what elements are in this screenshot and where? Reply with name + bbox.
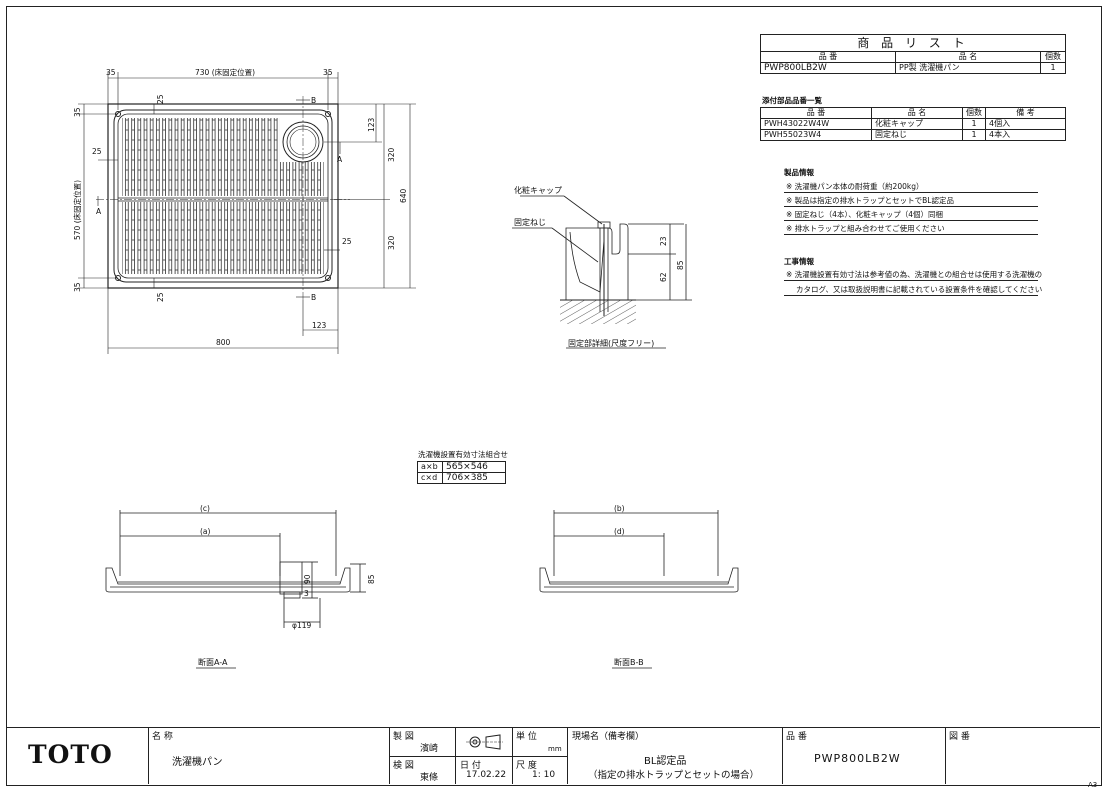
construction-info-title: 工事情報: [784, 257, 814, 266]
projection-symbol-icon: [466, 734, 503, 750]
dim-dia: φ119: [292, 621, 311, 630]
note-underline: [784, 234, 1038, 235]
scale-label: 尺 度: [516, 761, 537, 771]
dim-35-right: 35: [323, 68, 333, 77]
note-underline: [784, 220, 1038, 221]
dim-730: 730 (床固定位置): [195, 67, 255, 77]
note-underline: [784, 295, 1038, 296]
product-info-item: ※ 排水トラップと組み合わせてご使用ください: [786, 224, 945, 233]
install-table-title: 洗濯機設置有効寸法組合せ: [418, 450, 508, 459]
install-table: a×b 565×546 c×d 706×385: [417, 461, 506, 484]
dim-320-top: 320: [387, 147, 396, 162]
product-qty: 1: [1040, 62, 1066, 74]
product-info-title: 製品情報: [784, 168, 814, 177]
note-underline: [784, 280, 1038, 281]
plan-dimension-lines: [78, 72, 416, 354]
date-label: 日 付: [460, 761, 481, 771]
dim-23: 23: [659, 236, 668, 246]
part-number: PWP800LB2W: [814, 752, 901, 765]
section-aa-caption: 断面A-A: [198, 657, 228, 667]
name-label: 名 称: [152, 732, 173, 742]
dim-85-section: 85: [367, 574, 376, 584]
dim-90: 90: [303, 574, 312, 584]
dim-123-vertical: 123: [367, 117, 376, 132]
toto-logo: TOTO: [28, 740, 113, 769]
product-info-item: ※ 製品は指定の排水トラップとセットでBL認定品: [786, 196, 954, 205]
product-info-item: ※ 固定ねじ（4本）、化粧キャップ（4個）同梱: [786, 210, 943, 219]
date-value: 17.02.22: [466, 770, 507, 780]
product-list-table: 商 品 リ ス ト 品 番 品 名 個数 PWP800LB2W PP製 洗濯機パ…: [760, 34, 1066, 74]
plan-view: [96, 96, 350, 300]
part-label: 品 番: [786, 732, 807, 742]
dim-85: 85: [676, 260, 685, 270]
dim-25-right: 25: [342, 237, 352, 246]
section-aa: [105, 510, 366, 669]
install-value: 565×546: [442, 461, 506, 473]
detail-caption: 固定部詳細(尺度フリー): [568, 338, 654, 348]
fixing-detail: [512, 195, 692, 349]
dim-570: 570 (床固定位置): [72, 180, 82, 240]
drawn-by: 濱崎: [420, 744, 439, 754]
site-line2: （指定の排水トラップとセットの場合）: [588, 770, 760, 781]
install-value: 706×385: [442, 472, 506, 484]
note-underline: [784, 206, 1038, 207]
section-bb: [539, 510, 739, 669]
site-line1: BL認定品: [644, 756, 687, 767]
dim-35-top: 35: [73, 107, 82, 117]
section-bb-caption: 断面B-B: [614, 657, 644, 667]
dim-25-top: 25: [156, 94, 165, 104]
construction-info-item: カタログ、又は取扱説明書に記載されている設置条件を確認してください: [796, 285, 1043, 294]
drawing-label: 図 番: [949, 732, 970, 742]
section-marker-b-top: B: [311, 96, 316, 105]
install-key: a×b: [417, 461, 443, 473]
checked-label: 検 図: [393, 761, 414, 771]
accessory-list-title: 添付部品品番一覧: [762, 96, 822, 105]
dim-123-horizontal: 123: [312, 321, 327, 330]
acc-name: 固定ねじ: [871, 129, 963, 141]
dim-25-bottom: 25: [156, 292, 165, 302]
site-label: 現場名（備考欄）: [572, 732, 645, 742]
checked-by: 東條: [420, 773, 439, 783]
section-bb-texts: (b) (d) 断面B-B: [614, 504, 644, 667]
unit-label: 単 位: [516, 732, 537, 742]
screw-label: 固定ねじ: [514, 217, 546, 227]
section-marker-a-left: A: [96, 207, 102, 216]
fixing-detail-texts: 化粧キャップ 固定ねじ 23 62 85 固定部詳細(尺度フリー): [514, 185, 685, 348]
dim-320-bottom: 320: [387, 235, 396, 250]
cap-label: 化粧キャップ: [514, 185, 562, 195]
technical-drawing: 35 730 (床固定位置) 35 800 640 570 (床固定位置) 35…: [72, 67, 739, 669]
product-name-title: 洗濯機パン: [172, 757, 223, 768]
section-label-b: (b): [614, 504, 625, 513]
construction-info-item: ※ 洗濯機設置有効寸法は参考値の為、洗濯機との組合せは使用する洗濯機の: [786, 270, 1043, 279]
dim-800: 800: [216, 338, 231, 347]
dim-62: 62: [659, 272, 668, 282]
section-label-d: (d): [614, 527, 625, 536]
section-marker-a-right: A: [337, 155, 343, 164]
section-label-a: (a): [200, 527, 211, 536]
dim-35-left: 35: [106, 68, 116, 77]
title-block: [6, 727, 1100, 785]
plan-dimension-texts: 35 730 (床固定位置) 35 800 640 570 (床固定位置) 35…: [72, 67, 408, 347]
product-name: PP製 洗濯機パン: [895, 62, 1041, 74]
section-aa-texts: (c) (a) 90 85 3 φ119 断面A-A: [198, 504, 376, 667]
accessory-list-table: 品 番 品 名 個数 備 考 PWH43022W4W 化粧キャップ 1 4個入 …: [760, 107, 1066, 141]
dim-640: 640: [399, 188, 408, 203]
product-info-item: ※ 洗濯機パン本体の耐荷重（約200kg）: [786, 182, 924, 191]
dim-3: 3: [304, 589, 309, 598]
drawing-frame: [6, 6, 1102, 786]
dim-35-bottom: 35: [73, 282, 82, 292]
section-marker-b-bottom: B: [311, 293, 316, 302]
dim-25-left: 25: [92, 147, 102, 156]
drawn-label: 製 図: [393, 732, 414, 742]
note-underline: [784, 192, 1038, 193]
sheet-size: A3: [1088, 781, 1098, 789]
section-label-c: (c): [200, 504, 210, 513]
install-key: c×d: [417, 472, 443, 484]
acc-note: 4本入: [985, 129, 1066, 141]
unit-value: mm: [548, 745, 562, 753]
scale-value: 1: 10: [532, 770, 556, 780]
